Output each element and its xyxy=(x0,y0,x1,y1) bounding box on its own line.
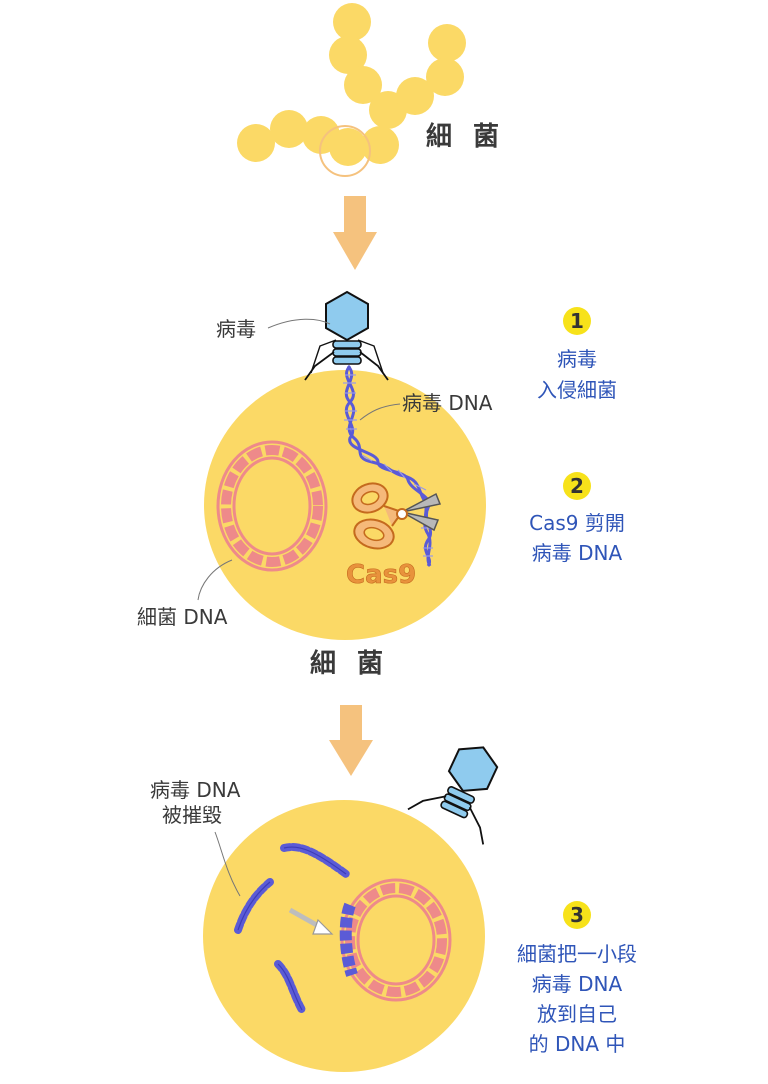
destroyed-label-line1: 病毒 DNA xyxy=(150,778,241,802)
step-line: 病毒 xyxy=(557,347,597,371)
viral-dna-rungs xyxy=(343,374,433,557)
step-line: 病毒 DNA xyxy=(532,541,623,565)
step-number: 2 xyxy=(570,474,584,498)
insert-arrow-head xyxy=(312,918,334,935)
step-line: 病毒 DNA xyxy=(532,972,623,996)
bacterium-cell xyxy=(204,370,486,640)
destroyed-label-line2: 被摧毀 xyxy=(162,803,222,827)
step-badge xyxy=(563,472,591,500)
highlight-ring xyxy=(319,125,371,177)
step-line: 的 DNA 中 xyxy=(529,1032,626,1056)
bacteria-chain-icon xyxy=(237,3,466,177)
step-badge xyxy=(563,307,591,335)
step-line: 入侵細菌 xyxy=(537,378,617,402)
step-line: Cas9 剪開 xyxy=(529,511,625,535)
cas9-label: Cas9 xyxy=(346,560,416,590)
bacterial-dna-ring xyxy=(216,440,328,572)
step-3: 3 細菌把一小段 病毒 DNA 放到自己 的 DNA 中 xyxy=(517,901,637,1056)
step-line: 放到自己 xyxy=(537,1002,617,1026)
step-number: 3 xyxy=(570,903,584,927)
bacterium-cell-label: 細 菌 xyxy=(310,649,389,679)
step-1: 1 病毒 入侵細菌 xyxy=(537,307,617,402)
virus-label: 病毒 xyxy=(216,317,256,341)
bacterial-dna-ring-with-insert xyxy=(339,878,452,1002)
scissors-icon xyxy=(351,482,442,550)
viral-dna-label: 病毒 DNA xyxy=(402,391,493,415)
step-badge xyxy=(563,901,591,929)
destroyed-viral-dna-outline xyxy=(237,846,347,1011)
bacteria-title: 細 菌 xyxy=(426,122,505,152)
bacterial-dna-label: 細菌 DNA xyxy=(137,605,228,629)
step-line: 細菌把一小段 xyxy=(517,942,637,966)
step-number: 1 xyxy=(570,309,584,333)
bacteriophage-icon xyxy=(304,290,389,381)
bacteriophage-icon xyxy=(407,746,499,845)
down-arrow-icon xyxy=(333,196,377,270)
step-2: 2 Cas9 剪開 病毒 DNA xyxy=(529,472,625,565)
down-arrow-icon xyxy=(329,705,373,776)
